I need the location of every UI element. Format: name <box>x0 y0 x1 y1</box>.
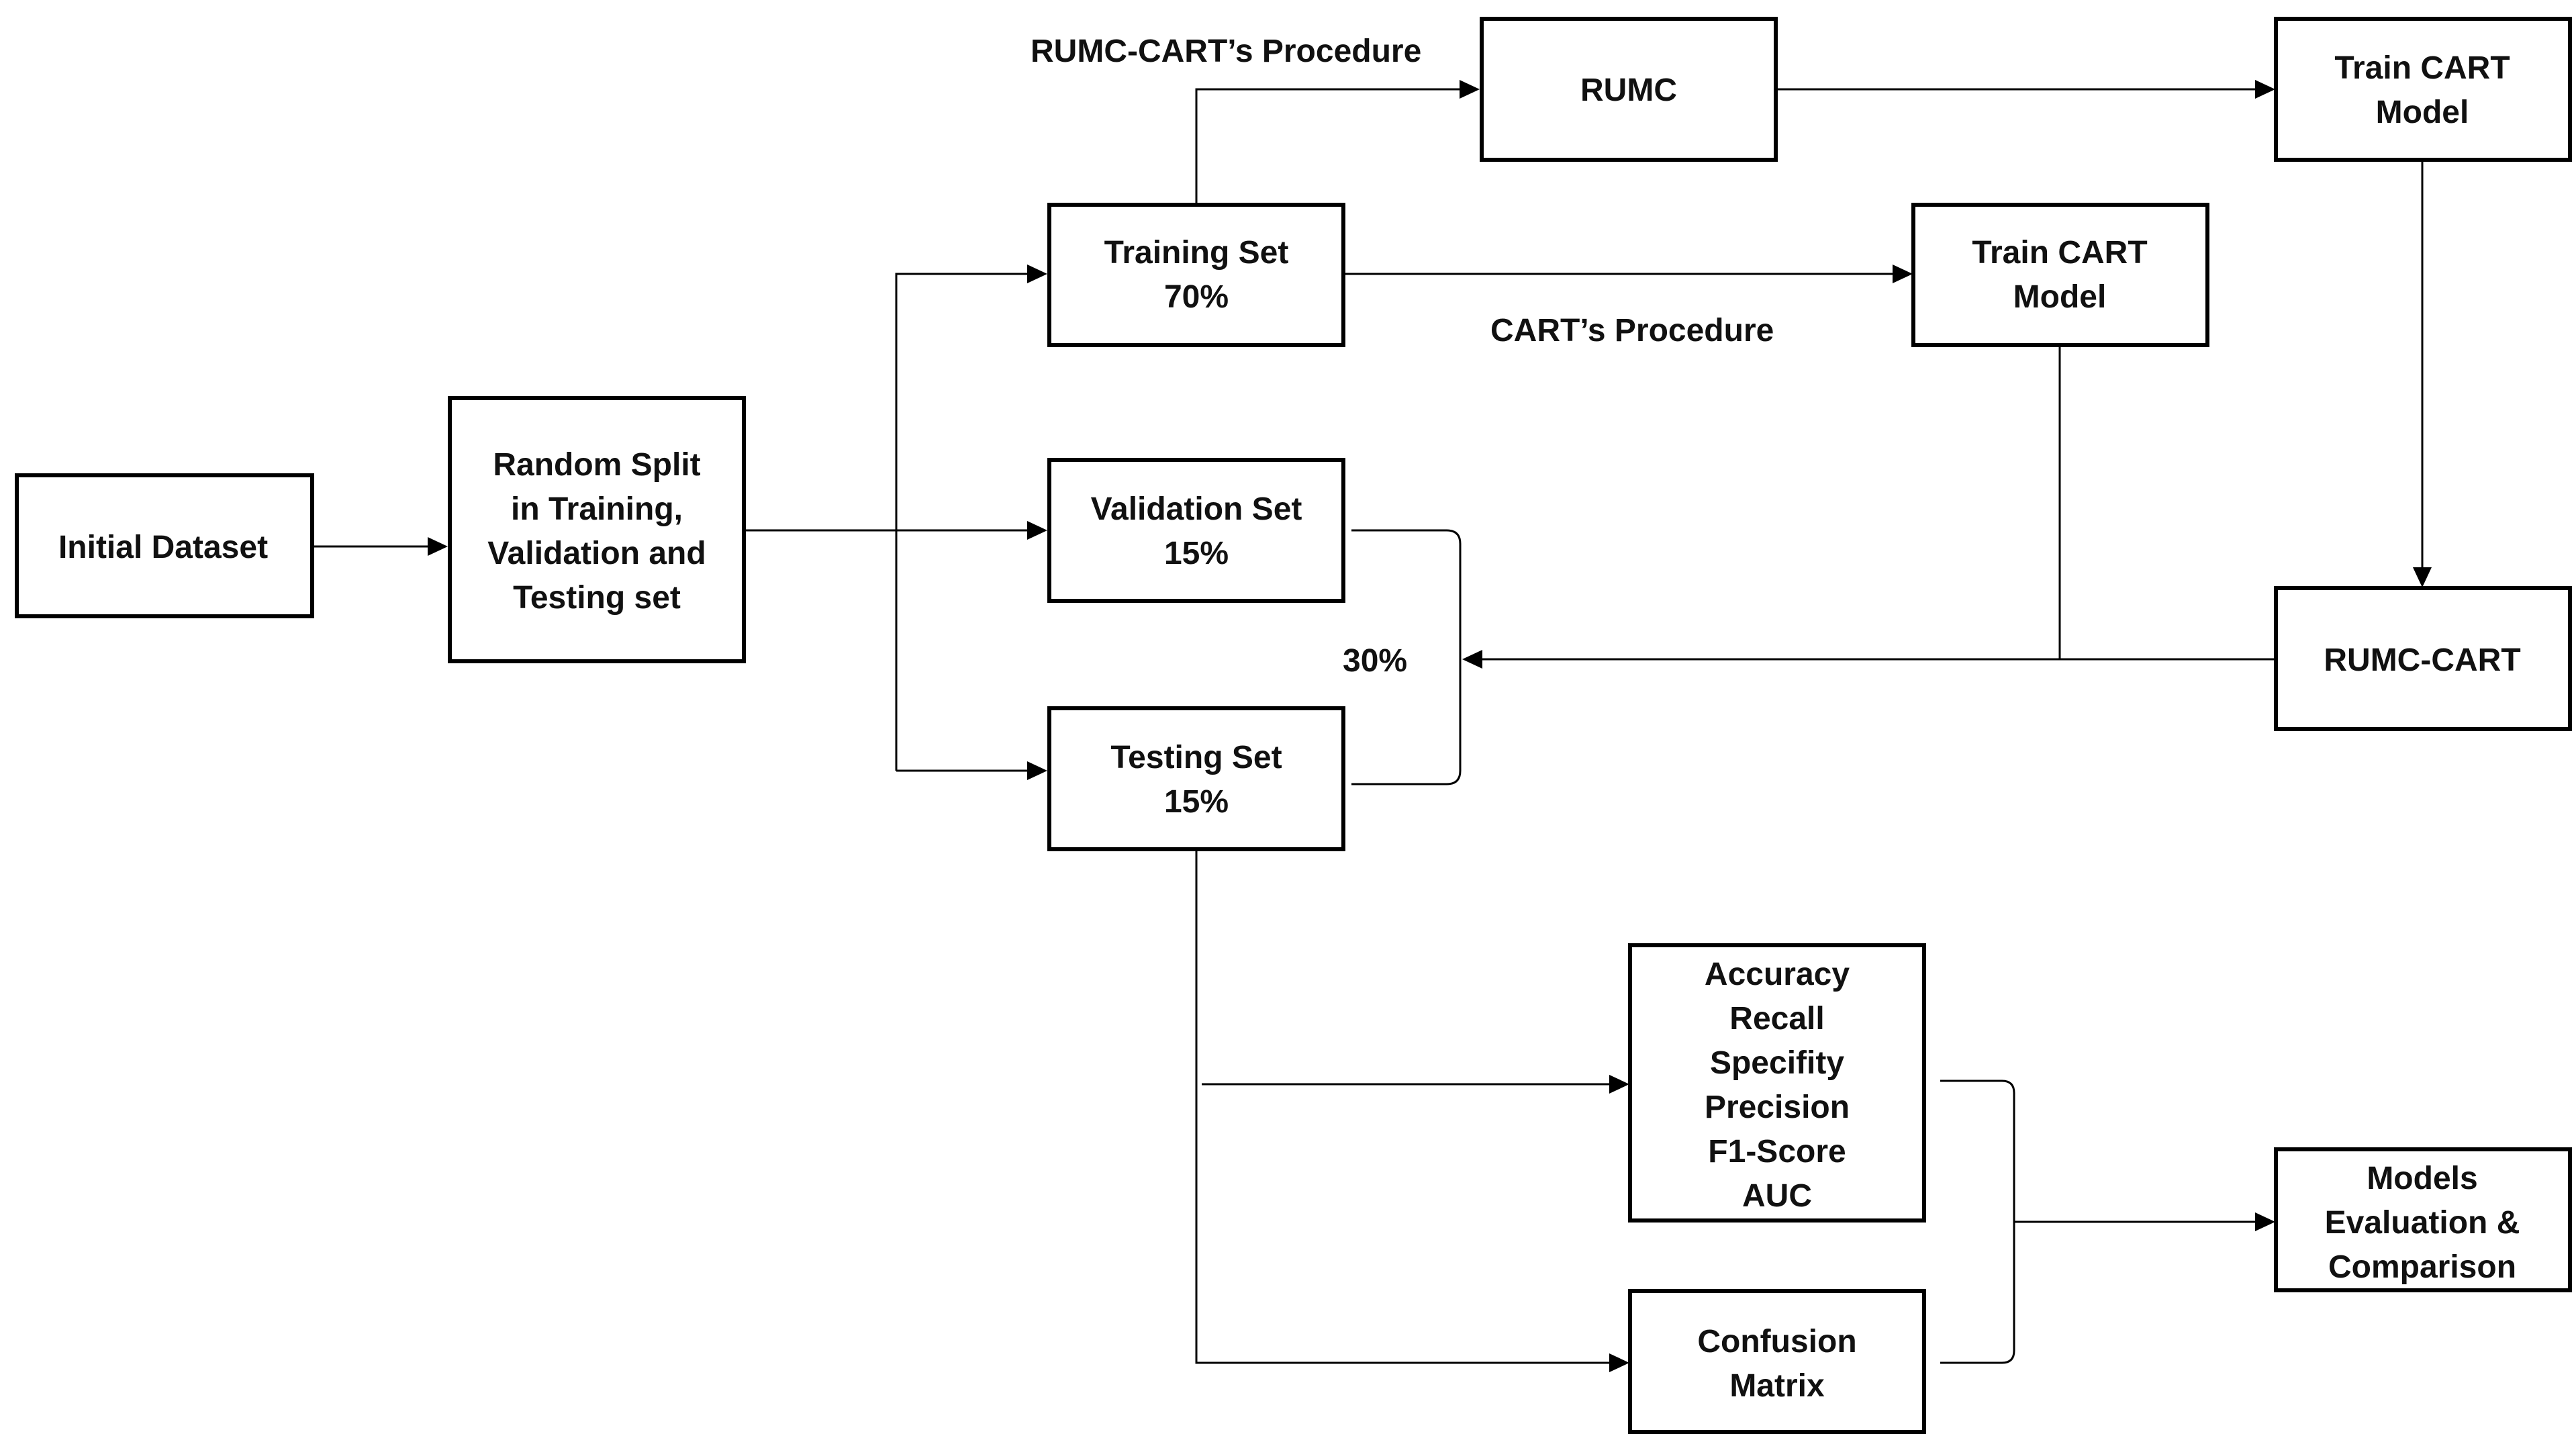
node-label-line: Random Split <box>493 447 700 483</box>
connector-layer <box>313 80 2432 1372</box>
node-label: RUMC-CART <box>2324 642 2520 678</box>
label-rumc-cart-procedure: RUMC-CART’s Procedure <box>1031 34 1421 69</box>
node-label-line: Recall <box>1729 1001 1824 1037</box>
node-label-line: F1-Score <box>1708 1134 1846 1169</box>
node-label-line: Comparison <box>2328 1249 2516 1285</box>
node-label-line: Accuracy <box>1705 957 1850 992</box>
arrowhead <box>2413 567 2432 587</box>
node-label-line: Testing set <box>513 580 681 616</box>
node-label-line: Models <box>2367 1161 2477 1196</box>
node-label-line: Matrix <box>1729 1368 1825 1404</box>
bracket-metrics-confusion <box>1940 1080 2015 1364</box>
node-rumc: RUMC <box>1480 17 1778 162</box>
node-label-line: 15% <box>1164 784 1229 820</box>
arrowhead <box>1027 521 1047 540</box>
node-label-line: Training Set <box>1104 235 1289 271</box>
node-initial-dataset: Initial Dataset <box>15 473 314 618</box>
edge-split-branch <box>895 273 1029 771</box>
node-label-line: RUMC <box>1580 73 1677 108</box>
arrowhead <box>1462 650 1482 669</box>
node-label-line: 15% <box>1164 536 1229 571</box>
node-label: Train CART Model <box>1972 235 2147 315</box>
node-label-line: Initial Dataset <box>58 530 268 565</box>
node-label: Initial Dataset <box>58 530 268 565</box>
node-label: Training Set 70% <box>1104 235 1289 315</box>
label-cart-procedure: CART’s Procedure <box>1490 313 1774 348</box>
node-train-cart-top: Train CART Model <box>2274 17 2572 162</box>
node-label-line: Confusion <box>1697 1324 1856 1359</box>
edge-testing-down <box>1195 849 1611 1364</box>
node-validation-set: Validation Set 15% <box>1047 458 1345 603</box>
node-label-line: Specifity <box>1710 1045 1844 1081</box>
node-label: Train CART Model <box>2334 50 2510 130</box>
node-label-line: Testing Set <box>1110 740 1282 775</box>
node-label: Testing Set 15% <box>1110 740 1282 820</box>
node-label-line: Precision <box>1705 1090 1850 1125</box>
node-label-line: Validation Set <box>1091 491 1302 527</box>
node-layer: Initial Dataset Random Split in Training,… <box>15 17 2572 1434</box>
node-train-cart-mid: Train CART Model <box>1911 203 2209 347</box>
node-label-line: Train CART <box>2334 50 2510 86</box>
node-label-line: Model <box>2376 95 2469 130</box>
node-label-line: AUC <box>1742 1178 1812 1214</box>
node-label-line: Model <box>2013 279 2107 315</box>
arrowhead <box>2255 80 2275 99</box>
arrowhead <box>1460 80 1480 99</box>
label-layer: RUMC-CART’s Procedure CART’s Procedure 3… <box>1031 34 1774 679</box>
node-label-line: RUMC-CART <box>2324 642 2520 678</box>
arrowhead <box>1609 1353 1629 1372</box>
node-label-line: Validation and <box>487 536 706 571</box>
node-label-line: 70% <box>1164 279 1229 315</box>
node-training-set: Training Set 70% <box>1047 203 1345 347</box>
edge-training-to-rumc <box>1195 88 1462 205</box>
label-thirty-percent: 30% <box>1343 643 1407 679</box>
arrowhead <box>1609 1075 1629 1094</box>
arrowhead <box>2255 1212 2275 1231</box>
node-testing-set: Testing Set 15% <box>1047 706 1345 851</box>
arrowhead <box>428 537 448 556</box>
arrowhead <box>1027 265 1047 283</box>
node-label: RUMC <box>1580 73 1677 108</box>
node-label: Validation Set 15% <box>1091 491 1302 571</box>
node-label-line: Evaluation & <box>2325 1205 2520 1241</box>
arrowhead <box>1027 761 1047 780</box>
bracket-validation-testing <box>1351 529 1462 785</box>
arrowhead <box>1893 265 1913 283</box>
node-label-line: in Training, <box>511 491 683 527</box>
node-label-line: Train CART <box>1972 235 2147 271</box>
node-rumc-cart: RUMC-CART <box>2274 586 2572 731</box>
